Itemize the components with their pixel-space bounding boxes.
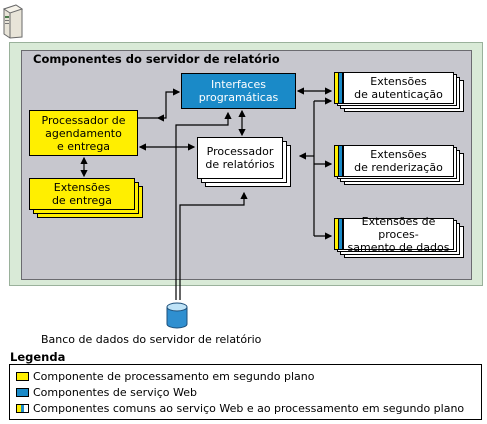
mixed-swatch-icon [16, 404, 29, 413]
panel-title: Componentes do servidor de relatório [33, 52, 280, 66]
yellow-swatch-icon [16, 372, 29, 381]
database-icon [166, 302, 188, 330]
data-processing-extensions-stack: Extensões de proces- samento de dados [334, 215, 469, 260]
authentication-extensions-stack: Extensões de autenticação [334, 72, 469, 114]
legend: Componente de processamento em segundo p… [9, 364, 482, 420]
rendering-extensions-stack: Extensões de renderização [334, 145, 469, 187]
blue-swatch-icon [16, 388, 29, 397]
report-processor-stack: Processador de relatórios [197, 137, 297, 189]
legend-item-background: Componente de processamento em segundo p… [16, 370, 314, 383]
database-label: Banco de dados do servidor de relatório [41, 333, 262, 346]
programmatic-interfaces-box: Interfaces programáticas [181, 73, 296, 109]
server-icon [2, 3, 24, 39]
legend-item-web-service: Componentes de serviço Web [16, 386, 197, 399]
scheduling-delivery-processor-box: Processador de agendamento e entrega [29, 110, 138, 156]
delivery-extensions-stack: Extensões de entrega [29, 178, 149, 220]
legend-item-common: Componentes comuns ao serviço Web e ao p… [16, 402, 464, 415]
legend-title: Legenda [10, 350, 66, 364]
